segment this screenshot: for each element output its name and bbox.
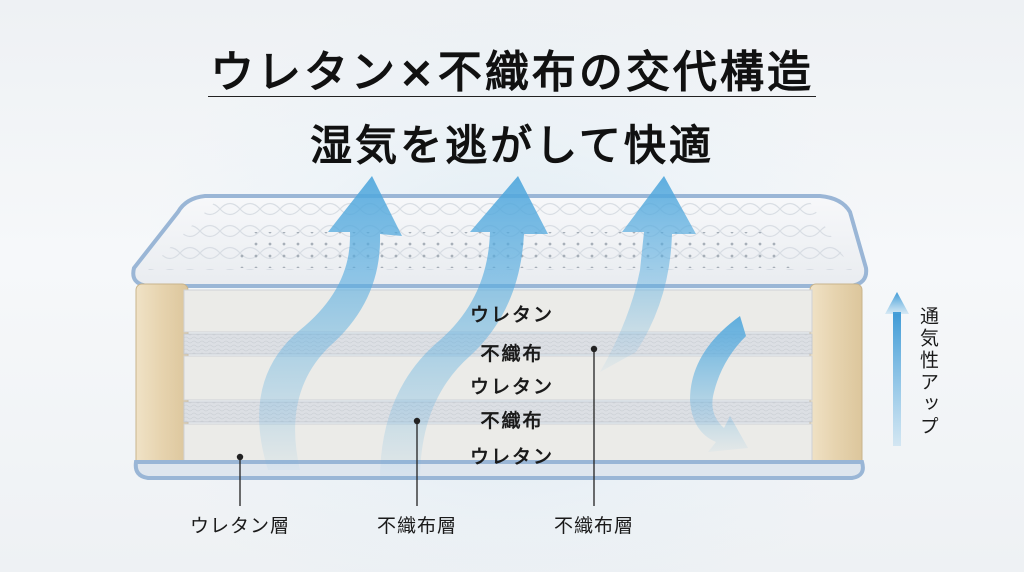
layer-label-urethane-3: ウレタン bbox=[469, 446, 554, 468]
layer-label-nonwoven-1: 不織布 bbox=[480, 343, 544, 365]
airflow-arrow-1 bbox=[259, 176, 402, 470]
layer-label-nonwoven-2: 不織布 bbox=[480, 410, 544, 432]
right-side-panel bbox=[809, 283, 863, 475]
callout-label-nonwoven-layer-1: 不織布層 bbox=[376, 515, 457, 537]
airflow-arrow-3 bbox=[600, 176, 696, 372]
callout-lines bbox=[236, 345, 598, 506]
airflow-arrows bbox=[259, 176, 748, 480]
title-line-2: 湿気を逃がして快適 bbox=[310, 121, 714, 170]
title-line-1: ウレタン×不織布の交代構造 bbox=[210, 47, 814, 98]
airflow-arrow-2 bbox=[380, 176, 548, 480]
ventilation-label: 通気性アップ bbox=[917, 306, 939, 438]
left-side-panel bbox=[135, 283, 189, 475]
callout-label-urethane-layer: ウレタン層 bbox=[189, 515, 290, 537]
mattress-bottom-border bbox=[133, 460, 865, 480]
airflow-arrow-4 bbox=[690, 316, 748, 452]
ventilation-up-arrow bbox=[885, 292, 909, 446]
layer-label-urethane-2: ウレタン bbox=[469, 376, 554, 398]
callout-label-nonwoven-layer-2: 不織布層 bbox=[553, 515, 634, 537]
title-divider bbox=[208, 96, 816, 97]
layer-label-urethane-1: ウレタン bbox=[469, 304, 554, 326]
